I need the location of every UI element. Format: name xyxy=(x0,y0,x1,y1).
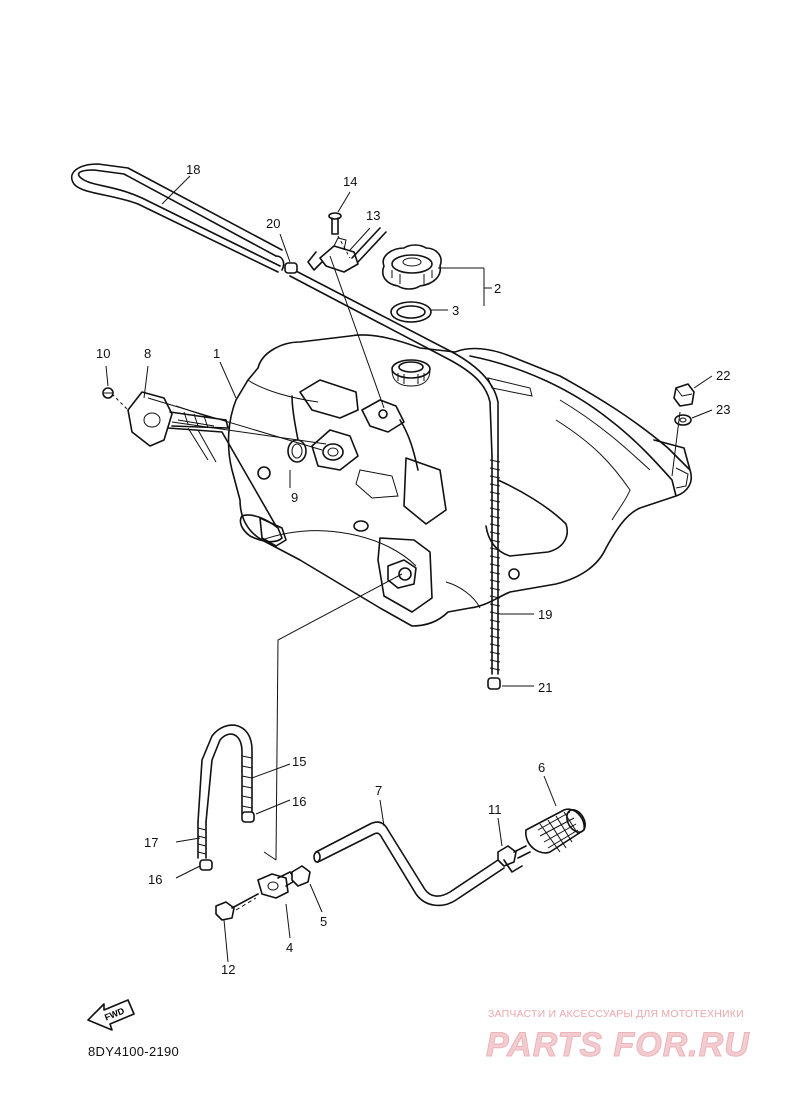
callout-19: 19 xyxy=(538,607,552,622)
callout-23: 23 xyxy=(716,402,730,417)
callout-18: 18 xyxy=(186,162,200,177)
hose-clip xyxy=(284,262,298,274)
callout-8: 8 xyxy=(144,346,151,361)
rubber-damper xyxy=(673,383,695,407)
callout-6: 6 xyxy=(538,760,545,775)
breather-hose xyxy=(289,269,501,690)
drawing-code: 8DY4100-2190 xyxy=(88,1044,180,1059)
hose-clamp xyxy=(199,859,213,871)
callout-1: 1 xyxy=(213,346,220,361)
fuel-filter xyxy=(513,808,586,859)
callout-15: 15 xyxy=(292,754,306,769)
callout-4: 4 xyxy=(286,940,293,955)
svg-text:PARTS FOR.RU: PARTS FOR.RU xyxy=(486,1026,750,1064)
bolt xyxy=(328,212,342,235)
callout-21: 21 xyxy=(538,680,552,695)
fuel-hose xyxy=(197,724,253,823)
callout-12: 12 xyxy=(221,962,235,977)
fuel-pipe xyxy=(313,821,505,907)
fuel-cock xyxy=(257,871,297,899)
callout-9: 9 xyxy=(291,490,298,505)
fuel-hose xyxy=(197,821,207,859)
callout-7: 7 xyxy=(375,783,382,798)
o-ring xyxy=(291,865,311,887)
callout-13: 13 xyxy=(366,208,380,223)
callout-3: 3 xyxy=(452,303,459,318)
fwd-arrow: FWD xyxy=(87,999,135,1031)
callout-16a: 16 xyxy=(292,794,306,809)
assembly-lines xyxy=(111,235,681,911)
bolt xyxy=(215,893,259,921)
watermark-logo: PARTS FOR.RU xyxy=(486,1026,750,1065)
breather-fitting xyxy=(307,227,387,273)
cap-gasket xyxy=(390,301,432,323)
callout-14: 14 xyxy=(343,174,357,189)
callout-10: 10 xyxy=(96,346,110,361)
callout-5: 5 xyxy=(320,914,327,929)
callout-17: 17 xyxy=(144,835,158,850)
callout-2: 2 xyxy=(494,281,501,296)
fuel-cap xyxy=(382,244,442,290)
fuel-level-sender xyxy=(127,391,287,547)
hose-clamp xyxy=(241,811,255,823)
callout-22: 22 xyxy=(716,368,730,383)
hose-clip xyxy=(497,845,523,873)
callout-labels: 1 2 3 4 5 6 7 8 9 10 11 12 13 14 15 16 1… xyxy=(96,162,730,977)
callout-16b: 16 xyxy=(148,872,162,887)
leader-lines xyxy=(105,175,713,963)
callout-11: 11 xyxy=(488,802,502,817)
callout-20: 20 xyxy=(266,216,280,231)
fuel-tank xyxy=(227,334,692,627)
overflow-hose xyxy=(71,163,285,273)
watermark-subtitle: ЗАПЧАСТИ И АКСЕССУАРЫ ДЛЯ МОТОТЕХНИКИ xyxy=(488,1008,744,1020)
screw xyxy=(102,387,114,399)
washer xyxy=(674,414,692,426)
